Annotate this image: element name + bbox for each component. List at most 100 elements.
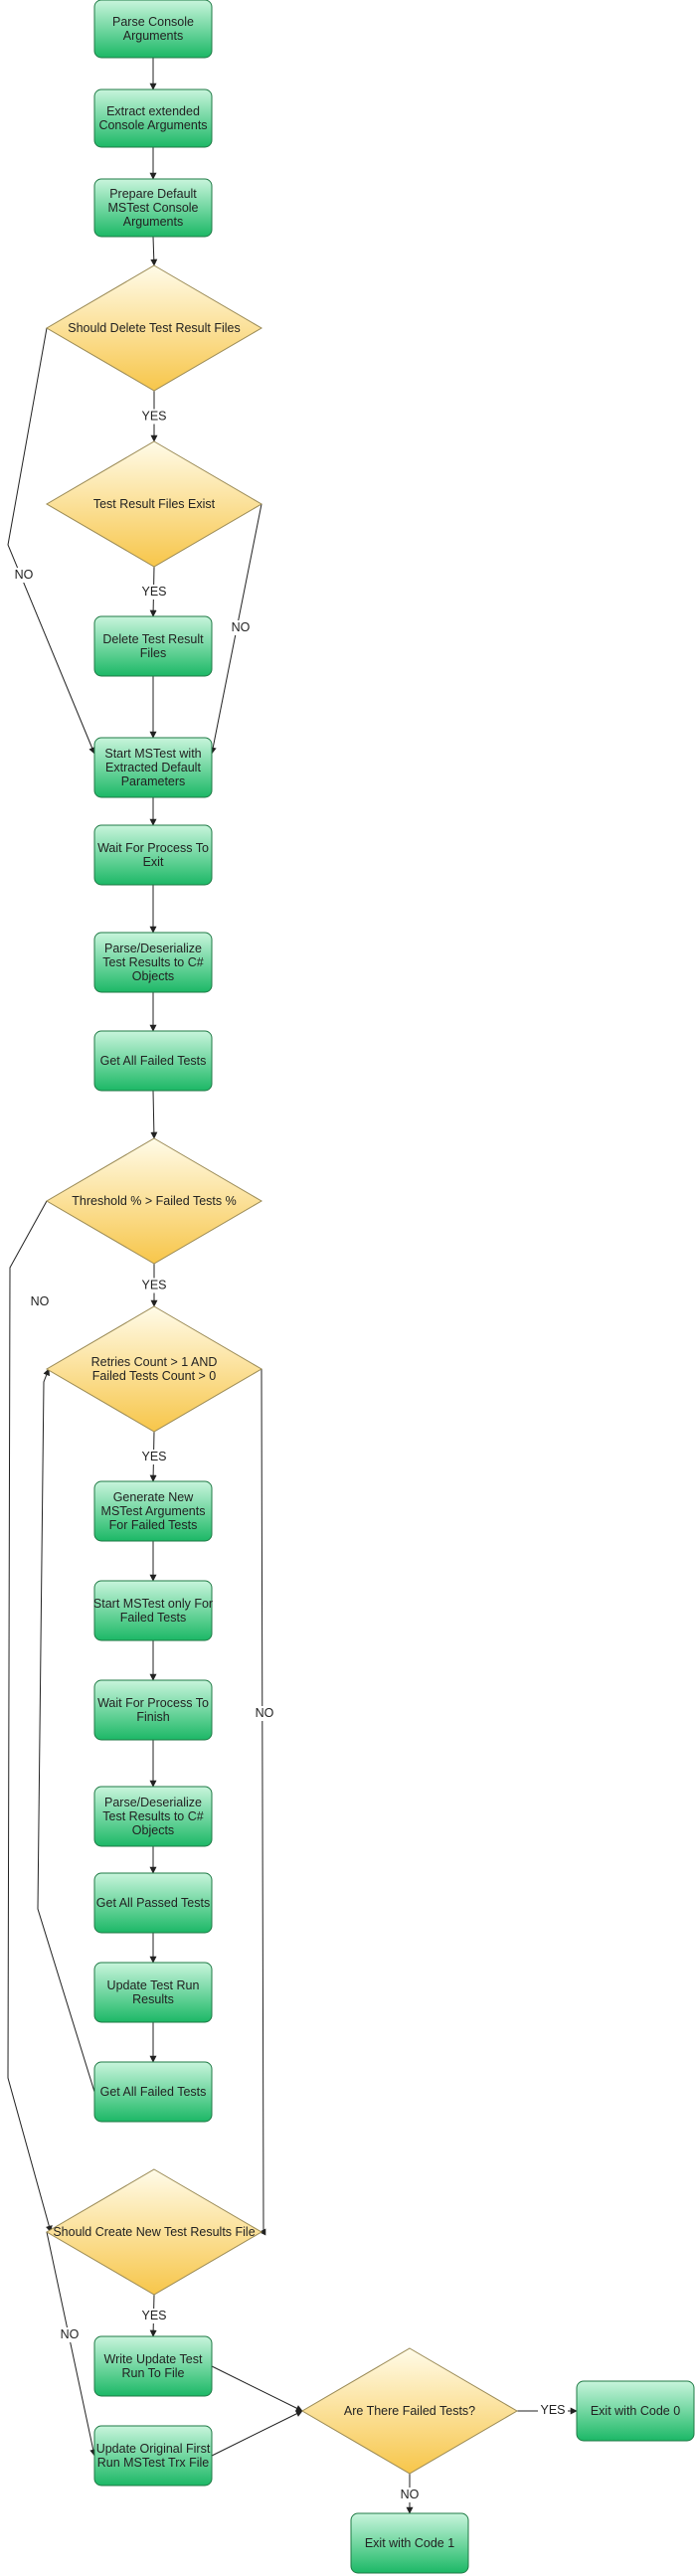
node-label-line: Finish <box>136 1710 169 1724</box>
process-get-failed-2: Get All Failed Tests <box>93 2061 213 2123</box>
node-label-line: Get All Failed Tests <box>100 2085 207 2099</box>
edge-label-background <box>139 2309 169 2323</box>
node-label-line: Should Create New Test Results File <box>53 2225 255 2239</box>
process-box <box>93 737 213 798</box>
node-label-line: Generate New <box>113 1490 195 1504</box>
edge-update-original-to-any-failed <box>211 2410 303 2457</box>
node-label-line: Prepare Default <box>109 187 197 201</box>
node-label-line: Get All Failed Tests <box>100 1054 207 1068</box>
node-label-line: Extract extended <box>106 104 200 118</box>
edge-label-no: NO <box>15 568 34 582</box>
node-label-line: Should Delete Test Result Files <box>68 321 240 335</box>
node-label-line: Delete Test Result <box>102 632 204 646</box>
node-label-line: Write Update Test <box>104 2352 203 2366</box>
edge-label-background <box>29 1294 51 1309</box>
edge-label-background <box>13 568 35 583</box>
decision-any-failed: Are There Failed Tests? <box>301 2347 518 2475</box>
node-label-line: Extracted Default <box>105 761 201 774</box>
node-label-line: Test Results to C# <box>102 1809 203 1823</box>
node-label-line: Threshold % > Failed Tests % <box>72 1194 236 1208</box>
node-label-line: Parse/Deserialize <box>104 942 202 955</box>
edge-label-yes: YES <box>141 585 166 599</box>
decision-files-exist: Test Result Files Exist <box>46 440 262 568</box>
process-box <box>350 2512 469 2574</box>
node-label-line: Files <box>140 646 166 660</box>
edge-label-background <box>254 1706 275 1721</box>
edge-retries-to-should-create <box>259 1368 266 2236</box>
edges-layer <box>7 58 578 2514</box>
decision-threshold: Threshold % > Failed Tests % <box>46 1137 262 1265</box>
process-box <box>93 824 213 886</box>
decision-diamond <box>46 1305 262 1433</box>
process-box <box>93 1679 213 1741</box>
process-box <box>93 1962 213 2023</box>
node-label-line: Exit with Code 1 <box>365 2536 454 2550</box>
node-label-line: Parse Console <box>112 15 194 29</box>
process-box <box>93 1872 213 1934</box>
edge-label-no: NO <box>256 1706 274 1720</box>
node-label-line: Exit with Code 0 <box>591 2404 680 2418</box>
edge-label-yes: YES <box>141 1450 166 1463</box>
node-label-line: MSTest Arguments <box>101 1504 206 1518</box>
edge-label-background <box>139 409 169 425</box>
node-label-line: Start MSTest with <box>104 747 201 761</box>
process-get-failed-1: Get All Failed Tests <box>93 1030 213 1092</box>
edge-get-failed-2-to-retries <box>37 1368 95 2093</box>
process-box <box>93 1480 213 1542</box>
process-box <box>93 932 213 993</box>
node-label-line: Failed Tests Count > 0 <box>92 1369 217 1383</box>
process-exit-0: Exit with Code 0 <box>576 2380 695 2442</box>
decision-diamond <box>46 1137 262 1265</box>
process-exit-1: Exit with Code 1 <box>350 2512 469 2574</box>
process-box <box>93 615 213 677</box>
node-label-line: Retries Count > 1 AND <box>91 1355 218 1369</box>
node-label-line: Start MSTest only For <box>93 1597 213 1611</box>
node-label-line: MSTest Console <box>107 201 198 215</box>
process-box <box>93 178 213 238</box>
process-box <box>93 2425 213 2487</box>
process-box <box>93 1786 213 1847</box>
node-label-line: Test Result Files Exist <box>93 497 216 511</box>
decision-diamond <box>46 2168 262 2296</box>
node-label-line: Arguments <box>123 29 183 43</box>
node-label-line: Exit <box>143 855 164 869</box>
edge-threshold-to-should-create <box>7 1200 53 2233</box>
decision-should-delete: Should Delete Test Result Files <box>46 264 262 392</box>
node-label-line: Update Original First <box>96 2442 211 2456</box>
edge-should-delete-to-start-mstest <box>7 327 95 755</box>
edge-should-create-to-update-original <box>46 2231 97 2457</box>
decision-diamond <box>301 2347 518 2475</box>
decision-diamond <box>46 440 262 568</box>
edge-label-yes: YES <box>141 410 166 424</box>
edge-label-yes: YES <box>540 2403 565 2417</box>
node-label-line: Run MSTest Trx File <box>97 2456 210 2470</box>
node-label-line: Are There Failed Tests? <box>344 2404 475 2418</box>
edge-label-no: NO <box>232 620 251 634</box>
edge-get-failed-1-to-threshold <box>150 1090 158 1139</box>
process-box <box>93 1580 213 1641</box>
node-label-line: Results <box>132 1992 174 2006</box>
node-label-line: For Failed Tests <box>109 1518 198 1532</box>
node-label-line: Objects <box>132 1823 174 1837</box>
edge-label-no: NO <box>401 2488 420 2501</box>
edge-label-background <box>538 2403 568 2418</box>
decision-should-create: Should Create New Test Results File <box>46 2168 262 2296</box>
edge-label-background <box>139 1278 169 1293</box>
edge-label-background <box>59 2327 81 2342</box>
node-label-line: Parameters <box>121 774 186 788</box>
process-box <box>93 1030 213 1092</box>
